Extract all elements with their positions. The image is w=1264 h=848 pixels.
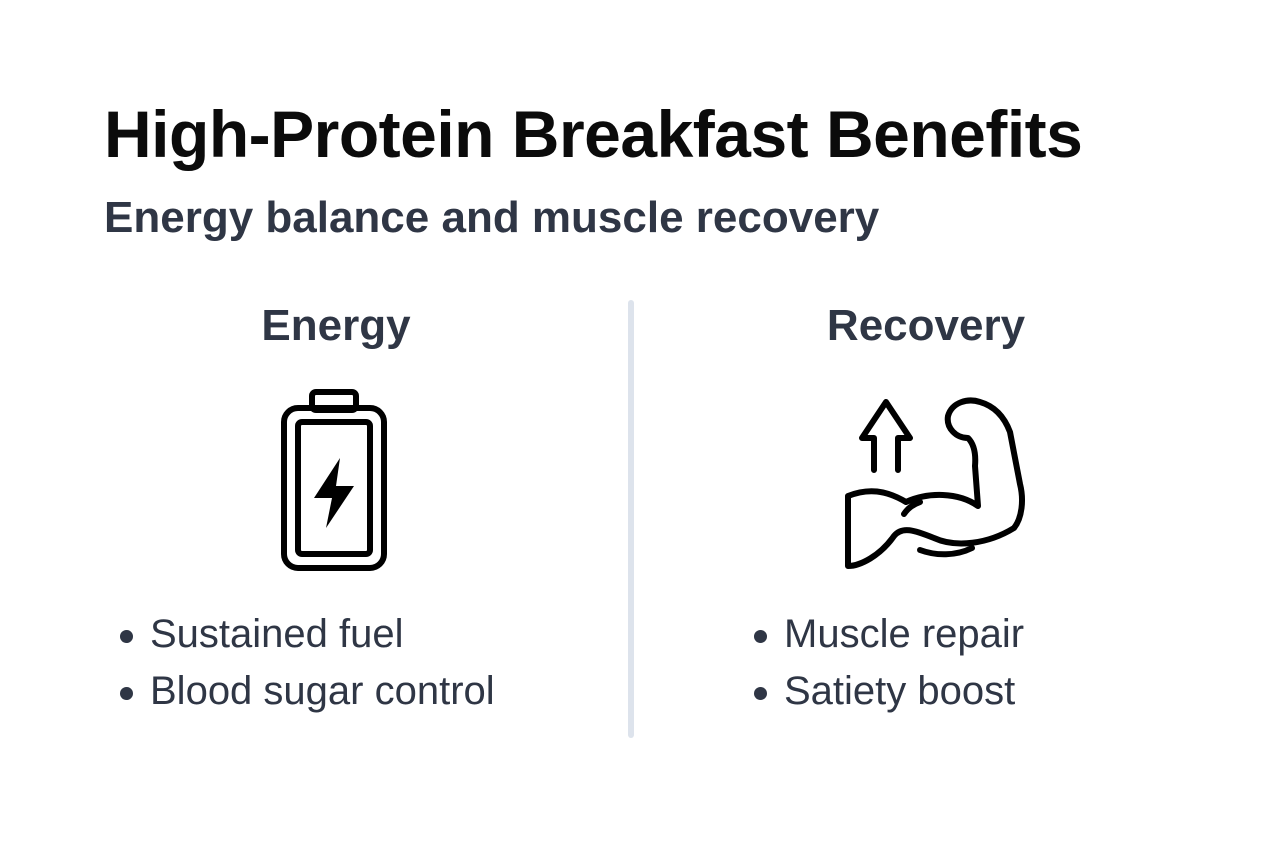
bullet-dot-icon bbox=[754, 687, 767, 700]
energy-heading: Energy bbox=[261, 301, 411, 350]
bullet-text: Sustained fuel bbox=[150, 612, 404, 656]
recovery-column: Recovery Muscle repair Satiety boost bbox=[646, 300, 1206, 713]
bullet-text: Satiety boost bbox=[784, 669, 1016, 713]
bullet-dot-icon bbox=[120, 630, 133, 643]
flexed-bicep-arrow-up-icon bbox=[838, 388, 1028, 579]
list-item: Blood sugar control bbox=[116, 663, 495, 720]
energy-bullet-list: Sustained fuel Blood sugar control bbox=[116, 606, 495, 720]
list-item: Muscle repair bbox=[750, 606, 1024, 663]
list-item: Satiety boost bbox=[750, 663, 1024, 720]
bullet-text: Blood sugar control bbox=[150, 669, 495, 713]
page-subtitle: Energy balance and muscle recovery bbox=[104, 193, 880, 242]
bullet-dot-icon bbox=[120, 687, 133, 700]
bullet-text: Muscle repair bbox=[784, 612, 1025, 656]
list-item: Sustained fuel bbox=[116, 606, 495, 663]
column-divider bbox=[628, 300, 634, 738]
battery-charging-icon bbox=[280, 388, 390, 579]
energy-column: Energy Sustained fuel Blood sugar contro… bbox=[56, 300, 616, 713]
page-title: High-Protein Breakfast Benefits bbox=[104, 97, 1083, 171]
recovery-bullet-list: Muscle repair Satiety boost bbox=[750, 606, 1024, 720]
recovery-heading: Recovery bbox=[826, 301, 1026, 350]
bullet-dot-icon bbox=[754, 630, 767, 643]
